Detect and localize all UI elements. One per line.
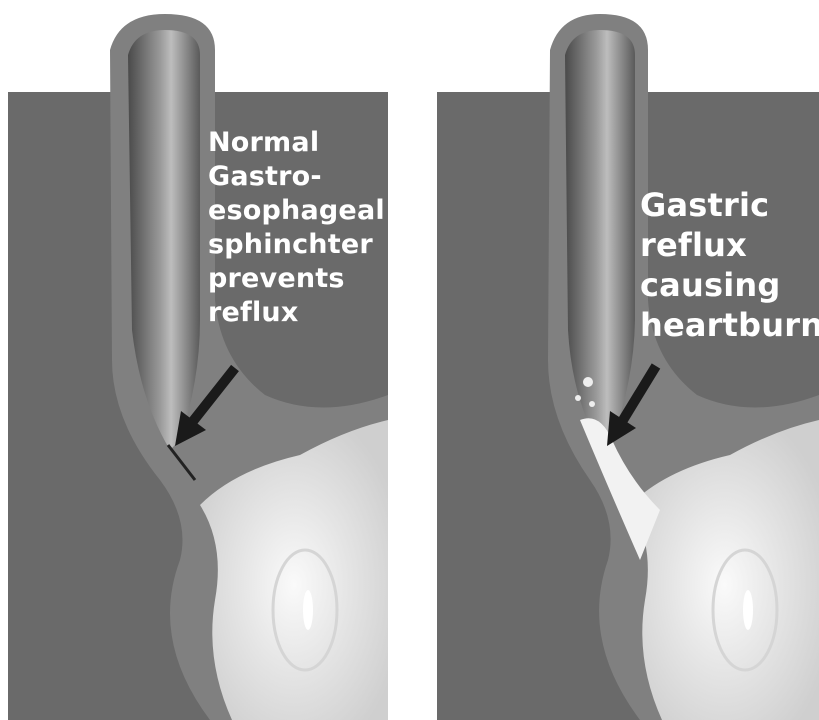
- label-line: Gastric: [640, 185, 819, 225]
- label-line: esophageal: [208, 194, 385, 228]
- acid-droplet: [589, 401, 595, 407]
- label-line: Normal: [208, 126, 385, 160]
- label-line: heartburn: [640, 305, 819, 345]
- stomach-highlight: [743, 590, 753, 630]
- panel-normal: [8, 14, 388, 720]
- stomach-highlight: [303, 590, 313, 630]
- label-line: prevents: [208, 262, 385, 296]
- acid-droplet: [583, 377, 593, 387]
- label-line: Gastro-: [208, 160, 385, 194]
- label-line: causing: [640, 265, 819, 305]
- label-gastric-reflux: Gastric reflux causing heartburn: [640, 185, 819, 345]
- label-line: sphinchter: [208, 228, 385, 262]
- label-line: reflux: [640, 225, 819, 265]
- panel-reflux: [437, 14, 819, 720]
- label-line: reflux: [208, 296, 385, 330]
- acid-droplet: [575, 395, 581, 401]
- label-normal-sphincter: Normal Gastro- esophageal sphinchter pre…: [208, 126, 385, 330]
